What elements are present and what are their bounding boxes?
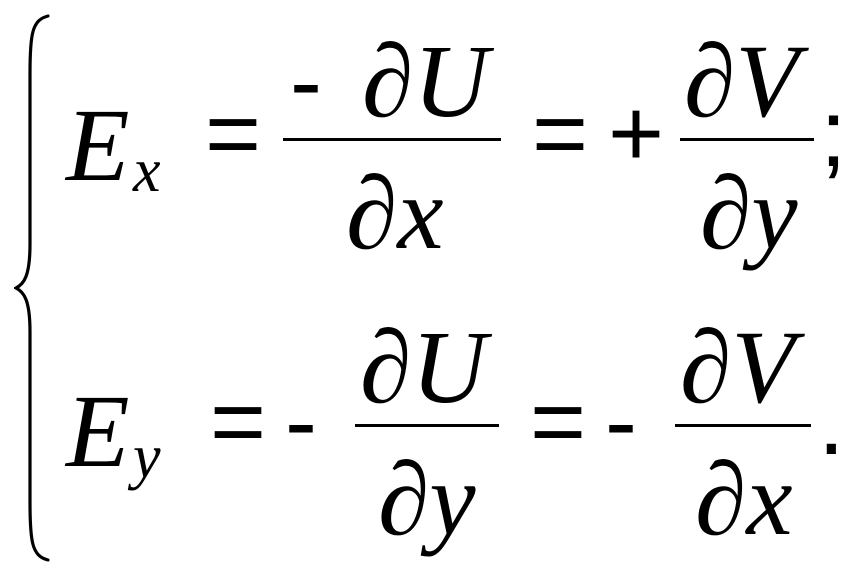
fraction-1-denominator: ∂x	[346, 156, 444, 271]
equation-row-1: E x = - ∂U ∂x = + ∂V ∂y ;	[0, 0, 866, 288]
fraction-1-bar	[283, 138, 501, 141]
fraction-2-denominator: ∂x	[695, 442, 793, 557]
fraction-1-numerator: ∂U	[360, 310, 487, 425]
period: .	[818, 368, 845, 475]
minus-sign: -	[290, 28, 322, 135]
lhs-subscript: x	[133, 137, 161, 205]
left-curly-brace	[14, 14, 50, 562]
minus-sign: -	[605, 368, 637, 475]
fraction-2-numerator: ∂V	[684, 24, 799, 139]
fraction-2-denominator: ∂y	[700, 156, 798, 271]
fraction-2-bar	[675, 424, 811, 427]
fraction-1-numerator: ∂U	[362, 24, 489, 139]
minus-sign: -	[285, 368, 317, 475]
equals-sign: =	[530, 368, 587, 475]
equation-row-2: E y = - ∂U ∂y = - ∂V ∂x .	[0, 288, 866, 577]
equals-sign: =	[532, 80, 589, 187]
lhs-subscript: y	[133, 423, 161, 491]
semicolon: ;	[820, 80, 847, 187]
fraction-2-bar	[680, 138, 814, 141]
equals-sign: =	[205, 80, 262, 187]
fraction-1-bar	[355, 424, 499, 427]
lhs-symbol: E	[66, 88, 130, 203]
fraction-2-numerator: ∂V	[680, 310, 795, 425]
equals-sign: =	[210, 368, 267, 475]
plus-sign: +	[608, 80, 665, 187]
fraction-1-denominator: ∂y	[378, 442, 476, 557]
lhs-symbol: E	[66, 374, 130, 489]
